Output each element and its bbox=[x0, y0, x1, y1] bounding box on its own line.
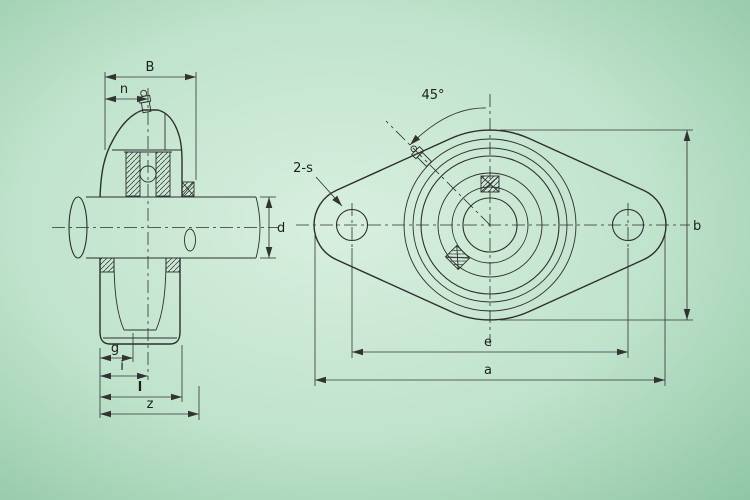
hole-label: 2-s bbox=[293, 161, 313, 176]
set-screw-top bbox=[480, 175, 500, 193]
flange-bolt-hole-side bbox=[184, 228, 196, 252]
hole-callout: 2-s bbox=[293, 161, 343, 207]
grease-fitting-45-icon bbox=[410, 145, 433, 168]
dim-label-i: i bbox=[120, 359, 124, 374]
dim-label-z: z bbox=[147, 397, 154, 412]
dim-B: B bbox=[104, 60, 197, 180]
dim-label-B: B bbox=[146, 60, 155, 75]
bearing-cross-section bbox=[124, 151, 172, 197]
housing-upper-outline bbox=[99, 109, 183, 198]
dim-d: d bbox=[260, 196, 285, 259]
dim-a: a bbox=[314, 233, 666, 386]
housing-lower-outline bbox=[99, 258, 181, 345]
dim-label-n: n bbox=[120, 82, 128, 97]
dim-l: l bbox=[100, 345, 183, 402]
dim-label-b: b bbox=[693, 219, 701, 234]
bearing-rings bbox=[403, 138, 577, 312]
dim-i: i bbox=[100, 359, 148, 380]
bearing-ball bbox=[139, 165, 157, 183]
dim-label-d: d bbox=[277, 221, 285, 236]
dim-b: b bbox=[500, 129, 701, 321]
set-screw-lower-left bbox=[444, 244, 471, 271]
shaft-bore bbox=[462, 197, 518, 253]
right-view-flange-front: 45° 2-s b e a bbox=[293, 88, 701, 386]
left-view-side-section: B n d g i l bbox=[52, 60, 285, 420]
set-screw-side bbox=[181, 181, 195, 197]
section-hatch-left bbox=[99, 257, 115, 273]
section-hatch-right bbox=[165, 257, 181, 273]
angle-annotation: 45° bbox=[409, 88, 487, 146]
dim-label-e: e bbox=[484, 335, 492, 350]
45deg-centerline bbox=[385, 120, 491, 226]
flange-silhouette bbox=[313, 129, 667, 321]
dim-z: z bbox=[100, 386, 200, 420]
dim-n: n bbox=[105, 82, 148, 103]
dim-e: e bbox=[351, 248, 629, 358]
bolt-hole-left bbox=[335, 208, 369, 242]
dim-label-l: l bbox=[138, 380, 142, 395]
dim-g: g bbox=[99, 333, 134, 418]
bolt-hole-right bbox=[611, 208, 645, 242]
angle-label: 45° bbox=[421, 88, 444, 103]
dim-label-g: g bbox=[111, 341, 119, 356]
dim-label-a: a bbox=[484, 363, 492, 378]
